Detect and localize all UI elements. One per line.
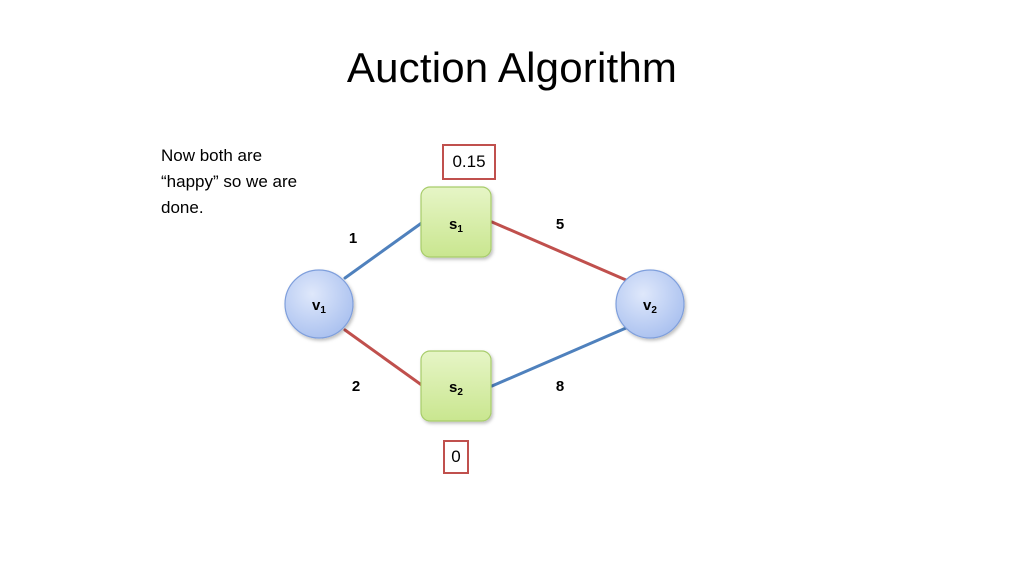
note-line: Now both are [161, 146, 263, 165]
node-subscript-s2: 2 [457, 387, 463, 398]
slide-title: Auction Algorithm [346, 44, 678, 91]
svg-text:v2: v2 [643, 297, 657, 316]
edge-v1-s1 [343, 220, 425, 280]
note-line: done. [161, 198, 204, 217]
edge-weight-v2-s2: 8 [556, 378, 564, 395]
price-box-s2: 0 [443, 440, 469, 474]
edges [343, 220, 628, 388]
item-node-s2: s2 [420, 350, 492, 422]
edge-weight-v1-s1: 1 [349, 230, 357, 247]
node-label-v2: v [643, 297, 652, 314]
item-node-s1: s1 [420, 186, 492, 258]
node-label-s1: s [449, 216, 457, 233]
edge-v1-s2 [343, 328, 425, 388]
node-label-v1: v [312, 297, 321, 314]
svg-text:v1: v1 [312, 297, 326, 316]
edge-weight-v2-s1: 5 [556, 216, 564, 233]
svg-text:s1: s1 [449, 216, 463, 235]
price-box-s1: 0.15 [442, 144, 496, 180]
edge-weights: 1 2 5 8 [349, 216, 564, 395]
bidder-node-v1: v1 [284, 269, 354, 339]
node-label-s2: s [449, 379, 457, 396]
edge-v2-s1 [490, 220, 628, 282]
edge-weight-v1-s2: 2 [352, 378, 360, 395]
svg-text:s2: s2 [449, 379, 463, 398]
edge-v2-s2 [490, 326, 628, 388]
node-subscript-v1: 1 [320, 305, 326, 316]
note-line: “happy” so we are [161, 172, 298, 191]
bidder-node-v2: v2 [615, 269, 685, 339]
explanation-note: Now both are “happy” so we are done. [161, 143, 361, 221]
node-subscript-v2: 2 [651, 305, 657, 316]
node-subscript-s1: 1 [457, 224, 463, 235]
